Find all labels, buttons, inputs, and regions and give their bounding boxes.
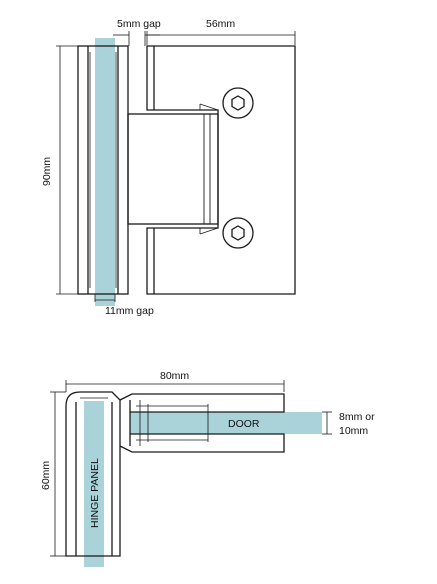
bottom-clamp bbox=[65, 391, 121, 557]
dimension-bottom-height bbox=[50, 391, 66, 557]
hex-screw-icon bbox=[222, 87, 254, 119]
glass-thickness-label-1: 8mm or bbox=[339, 411, 375, 423]
bottom-view: DOOR HINGE PANEL 80mm 60mm 8mm or 10mm bbox=[40, 370, 375, 567]
glass-panel-top bbox=[95, 38, 115, 306]
dimension-height bbox=[56, 45, 78, 295]
pivot-block bbox=[127, 113, 219, 225]
dimension-height-label: 90mm bbox=[41, 157, 53, 186]
dimension-bottom-height-label: 60mm bbox=[40, 461, 52, 490]
left-clamp-plate bbox=[77, 45, 129, 295]
dimension-gap-bottom-label: 11mm gap bbox=[105, 305, 154, 317]
dimension-gap-top bbox=[113, 31, 160, 46]
dimension-gap-bottom bbox=[94, 294, 116, 302]
dimension-length bbox=[65, 380, 285, 392]
dimension-width bbox=[146, 31, 296, 45]
hinge-panel-glass bbox=[84, 401, 104, 567]
hex-screw-icon bbox=[222, 217, 254, 249]
dimension-width-label: 56mm bbox=[206, 18, 235, 30]
door-hinge-body bbox=[119, 393, 285, 453]
dimension-length-label: 80mm bbox=[160, 370, 189, 382]
hinge-panel-label: HINGE PANEL bbox=[89, 458, 101, 528]
hinge-body bbox=[146, 45, 296, 295]
glass-thickness-label-2: 10mm bbox=[339, 425, 368, 437]
top-view: 5mm gap 56mm 90mm 11mm gap bbox=[41, 18, 296, 317]
dimension-glass-thickness bbox=[322, 411, 332, 435]
door-glass bbox=[130, 412, 322, 434]
dimension-gap-top-label: 5mm gap bbox=[117, 18, 161, 30]
door-label: DOOR bbox=[228, 418, 260, 430]
